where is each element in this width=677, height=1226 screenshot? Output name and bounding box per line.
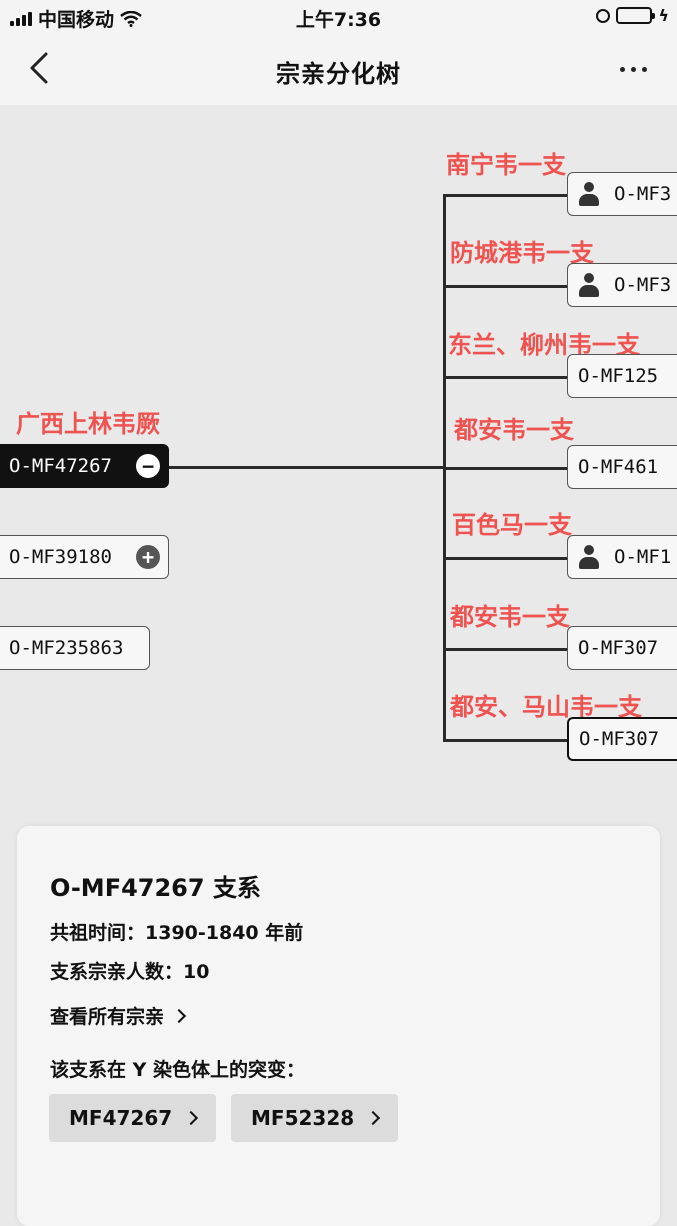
branch-connector-line xyxy=(443,285,567,288)
branch-label: 防城港韦一支 xyxy=(450,239,594,267)
person-icon xyxy=(578,182,600,206)
branch-connector-line xyxy=(443,194,567,197)
chevron-right-icon xyxy=(184,1110,199,1126)
lineage-tree: 广西上林韦厥 O-MF47267 − O-MF39180 + O-MF23586… xyxy=(0,105,677,825)
tree-node[interactable]: O-MF3 xyxy=(567,172,677,216)
chevron-left-icon xyxy=(30,52,48,84)
signal-icon xyxy=(10,11,32,26)
view-all-label: 查看所有宗亲 xyxy=(50,1006,165,1028)
node-id: O-MF125 xyxy=(578,365,659,387)
branch-connector-line xyxy=(443,376,567,379)
root-connector-line xyxy=(168,466,446,469)
battery-icon xyxy=(616,7,656,24)
wifi-icon xyxy=(120,10,142,27)
branch-connector-line xyxy=(443,739,567,742)
chevron-right-icon xyxy=(366,1110,381,1126)
branch-label: 南宁韦一支 xyxy=(446,151,566,179)
card-title: O-MF47267 支系 xyxy=(50,874,261,902)
tree-node[interactable]: O-MF3 xyxy=(567,263,677,307)
status-bar: 中国移动 上午7:36 ϟ xyxy=(0,0,677,34)
member-count: 支系宗亲人数：10 xyxy=(50,961,210,983)
tree-node[interactable]: O-MF125 xyxy=(567,354,677,398)
status-right: ϟ xyxy=(596,6,669,25)
mutation-chip[interactable]: MF47267 xyxy=(49,1094,217,1142)
page-title: 宗亲分化树 xyxy=(276,60,401,88)
more-dot xyxy=(630,66,636,72)
branch-connector-line xyxy=(443,467,567,470)
person-icon xyxy=(578,545,600,569)
rotation-lock-icon xyxy=(596,8,611,23)
mutation-chip[interactable]: MF52328 xyxy=(231,1094,399,1142)
charging-icon: ϟ xyxy=(658,6,669,25)
node-id: O-MF47267 xyxy=(9,455,112,477)
node-id: O-MF1 xyxy=(614,546,672,568)
mutation-label: MF47267 xyxy=(69,1106,173,1130)
view-all-link[interactable]: 查看所有宗亲 xyxy=(50,1002,187,1029)
tree-node[interactable]: O-MF461 xyxy=(567,445,677,489)
carrier-name: 中国移动 xyxy=(38,9,115,31)
branch-connector-line xyxy=(443,557,567,560)
more-dot xyxy=(619,66,625,72)
tree-node[interactable]: O-MF307 xyxy=(567,717,677,761)
collapse-icon[interactable]: − xyxy=(136,454,160,478)
node-id: O-MF39180 xyxy=(9,546,112,568)
more-button[interactable] xyxy=(609,52,657,86)
chevron-right-icon xyxy=(171,1008,187,1023)
more-dot xyxy=(641,66,647,72)
back-button[interactable] xyxy=(22,48,62,88)
branch-label: 都安韦一支 xyxy=(450,603,570,631)
root-label: 广西上林韦厥 xyxy=(16,410,160,438)
ancestor-time: 共祖时间：1390-1840 年前 xyxy=(50,922,304,944)
branch-label: 百色马一支 xyxy=(452,511,572,539)
status-left: 中国移动 xyxy=(10,5,142,32)
mutations-heading: 该支系在 Y 染色体上的突变： xyxy=(50,1059,305,1081)
status-time: 上午7:36 xyxy=(295,9,382,31)
node-id: O-MF235863 xyxy=(9,637,124,659)
mutation-label: MF52328 xyxy=(251,1106,355,1130)
node-id: O-MF3 xyxy=(614,183,672,205)
node-id: O-MF3 xyxy=(614,274,672,296)
tree-node[interactable]: O-MF1 xyxy=(567,535,677,579)
branch-info-card: O-MF47267 支系 共祖时间：1390-1840 年前 支系宗亲人数：10… xyxy=(17,826,660,1226)
branch-label: 都安韦一支 xyxy=(454,416,574,444)
root-node[interactable]: O-MF47267 − xyxy=(0,444,169,488)
tree-node[interactable]: O-MF235863 xyxy=(0,626,150,670)
branch-connector-line xyxy=(443,648,567,651)
expand-icon[interactable]: + xyxy=(136,545,160,569)
tree-node[interactable]: O-MF39180 + xyxy=(0,535,169,579)
tree-node[interactable]: O-MF307 xyxy=(567,626,677,670)
person-icon xyxy=(578,273,600,297)
nav-bar: 宗亲分化树 xyxy=(0,34,677,105)
node-id: O-MF307 xyxy=(578,637,659,659)
node-id: O-MF461 xyxy=(578,456,659,478)
node-id: O-MF307 xyxy=(579,728,660,750)
branch-label: 都安、马山韦一支 xyxy=(450,693,642,721)
